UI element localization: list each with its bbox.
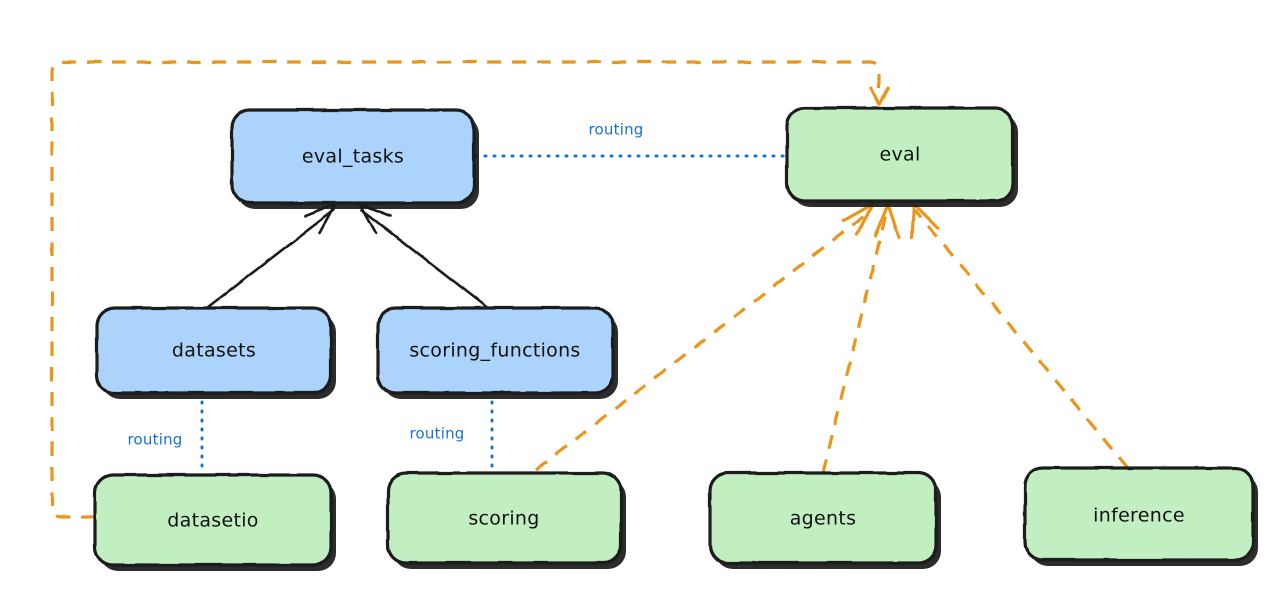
edge-inference-to-eval (910, 202, 1130, 470)
edge-label-routing-datasets-datasetio: routing (128, 431, 183, 449)
edge-labels-layer: routing routing routing (128, 121, 644, 449)
edge-datasets-to-evaltasks (206, 202, 338, 309)
node-datasets-label: datasets (172, 340, 256, 362)
nodes-layer: eval_tasks eval datasets scoring_functio… (93, 106, 1258, 571)
node-scoring-label: scoring (468, 508, 539, 530)
node-scoring[interactable]: scoring (386, 471, 626, 569)
edge-label-routing-scoringfunctions-scoring: routing (410, 425, 465, 443)
edge-scoringfunctions-to-evaltasks (358, 202, 489, 309)
node-agents-label: agents (790, 508, 857, 530)
node-datasetio[interactable]: datasetio (93, 473, 336, 571)
node-eval-tasks-label: eval_tasks (302, 146, 404, 168)
node-datasets[interactable]: datasets (95, 306, 336, 399)
node-inference[interactable]: inference (1023, 466, 1258, 566)
node-datasetio-label: datasetio (167, 510, 258, 532)
node-eval-label: eval (879, 144, 920, 166)
edge-label-routing-evaltasks-eval: routing (589, 121, 644, 139)
node-agents[interactable]: agents (708, 471, 941, 569)
node-eval-tasks[interactable]: eval_tasks (230, 108, 479, 209)
edge-datasetio-to-eval (50, 60, 890, 519)
edge-agents-to-eval (821, 202, 901, 474)
node-inference-label: inference (1093, 505, 1185, 527)
node-scoring-functions[interactable]: scoring_functions (376, 306, 618, 399)
node-scoring-functions-label: scoring_functions (409, 340, 580, 362)
node-eval[interactable]: eval (785, 106, 1018, 207)
